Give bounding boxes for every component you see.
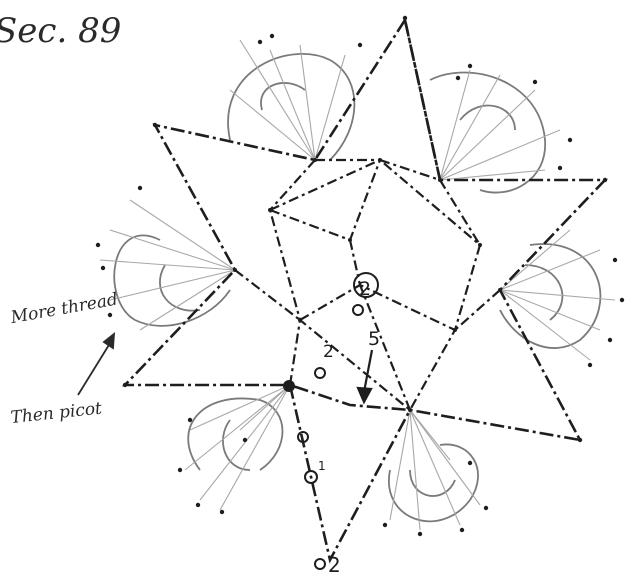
center-join-marker [353, 305, 363, 315]
ring-left [114, 235, 230, 325]
lower-ring-number: 1 [318, 459, 326, 473]
picot-dots [96, 16, 624, 536]
ring-left-inner [160, 265, 200, 311]
ring-bottom-right [389, 444, 478, 521]
center-ring-number: 2 [359, 278, 371, 300]
ring-bottom-left-inner [223, 420, 250, 470]
arrow-number: 5 [368, 328, 380, 350]
join-marker-filled [284, 381, 294, 391]
bottom-ring-marker [315, 559, 325, 569]
annotation-then-picot: Then picot [10, 399, 103, 428]
annotation-more-thread: More thread [8, 290, 119, 329]
ring-top-right-inner [460, 106, 515, 130]
ring-number-left: 2 [323, 342, 334, 362]
ring-top-right [430, 73, 545, 193]
ring-top-left-inner [261, 83, 305, 110]
annotation-arrow [78, 334, 114, 395]
side-annotation: More thread Then picot [8, 290, 119, 429]
left-join-marker [315, 368, 325, 378]
diagram-title: Sec. 89 [0, 11, 121, 51]
bottom-number: 2 [328, 553, 341, 577]
